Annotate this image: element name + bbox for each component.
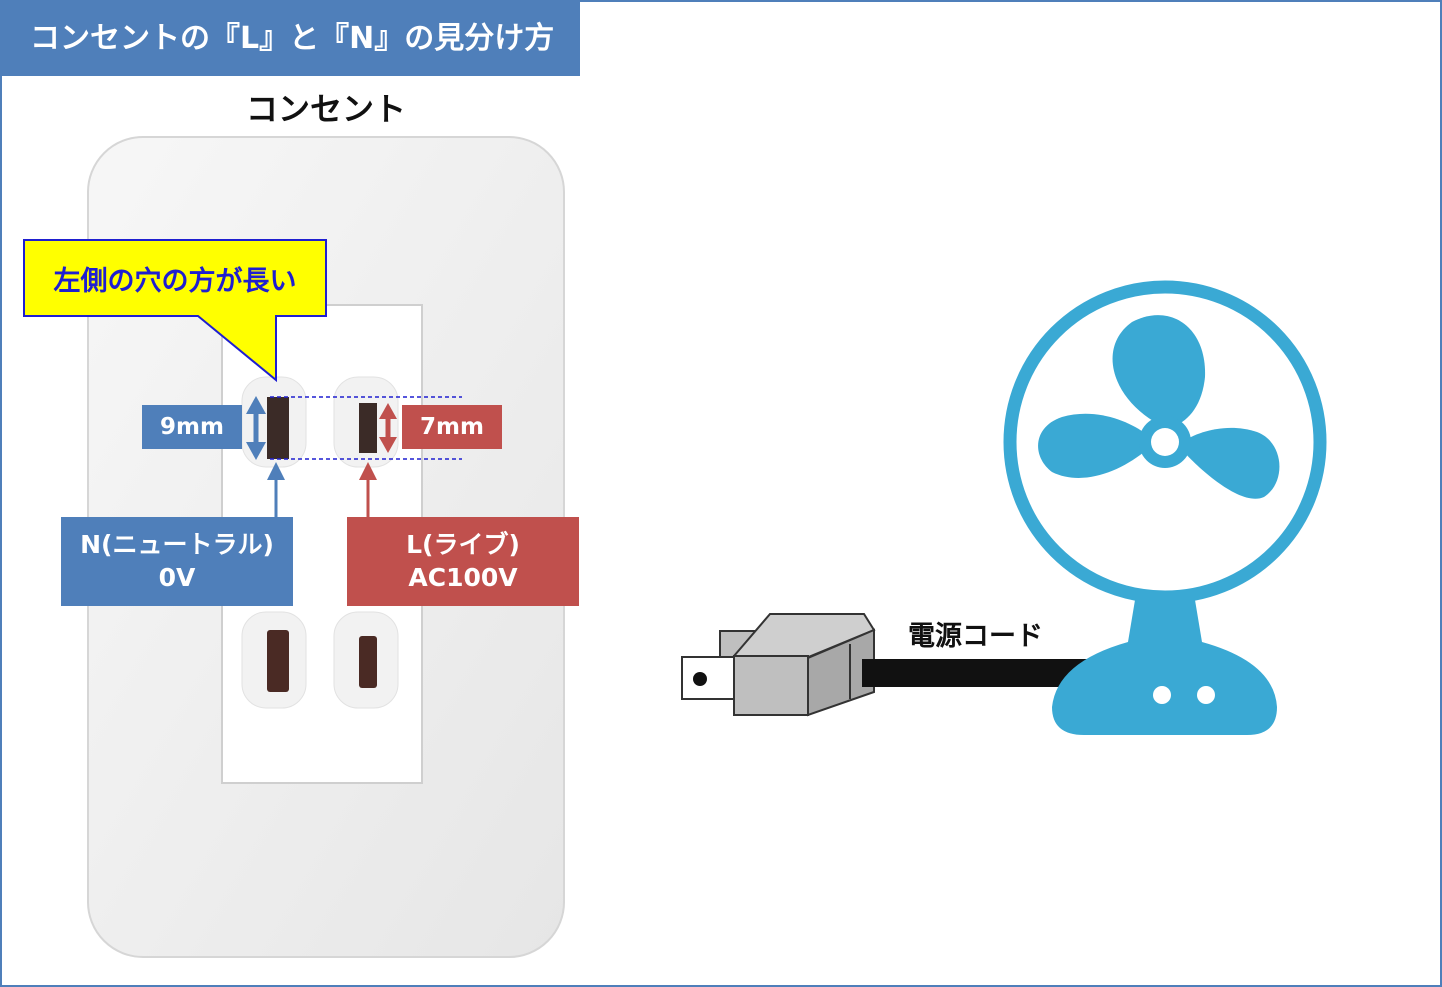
page-title: コンセントの『L』と『N』の見分け方 (2, 2, 580, 76)
neutral-label-box: N(ニュートラル) 0V (61, 517, 293, 606)
length-arrow-9mm (246, 396, 266, 460)
neutral-name: N(ニュートラル) (80, 530, 274, 559)
callout-text: 左側の穴の方が長い (53, 265, 297, 297)
live-voltage: AC100V (408, 562, 518, 592)
electric-fan-icon (1003, 280, 1327, 735)
neutral-slot-bottom (267, 630, 289, 692)
neutral-slot-top (267, 397, 289, 459)
neutral-voltage: 0V (158, 562, 196, 592)
length-arrow-7mm (379, 403, 397, 453)
power-cord-label: 電源コード (908, 621, 1043, 652)
live-pointer-arrow (359, 462, 377, 517)
power-plug-icon (681, 613, 876, 717)
live-label-box: L(ライブ) AC100V (347, 517, 579, 606)
neutral-pointer-arrow (267, 462, 285, 517)
live-slot-top (359, 403, 377, 453)
live-name: L(ライブ) (406, 530, 520, 559)
callout-balloon (23, 239, 327, 383)
live-slot-bottom (359, 636, 377, 688)
neutral-length-label: 9mm (142, 405, 242, 449)
outlet-heading: コンセント (245, 90, 406, 128)
live-length-label: 7mm (402, 405, 502, 449)
